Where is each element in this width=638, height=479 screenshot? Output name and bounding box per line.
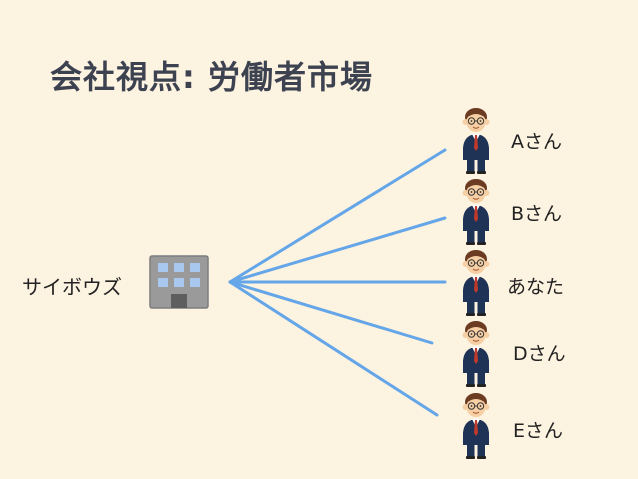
businessman-icon — [462, 320, 490, 388]
person-label-d: Dさん — [513, 343, 566, 365]
businessman-icon — [462, 392, 490, 460]
company-label: サイボウズ — [22, 275, 122, 299]
connector-b — [228, 216, 447, 284]
businessman-icon — [462, 178, 490, 246]
page-title: 会社視点: 労働者市場 — [50, 58, 373, 96]
businessman-icon — [462, 249, 490, 317]
businessman-icon — [462, 107, 490, 175]
connector-a — [228, 148, 447, 284]
person-label-e: Eさん — [513, 420, 564, 442]
person-label-a: Aさん — [511, 131, 562, 153]
connector-d — [228, 280, 434, 345]
office-building-icon — [149, 255, 209, 309]
person-label-you: あなた — [507, 276, 565, 298]
connector-lines — [228, 148, 447, 417]
person-label-b: Bさん — [511, 203, 563, 225]
connector-e — [228, 280, 439, 417]
